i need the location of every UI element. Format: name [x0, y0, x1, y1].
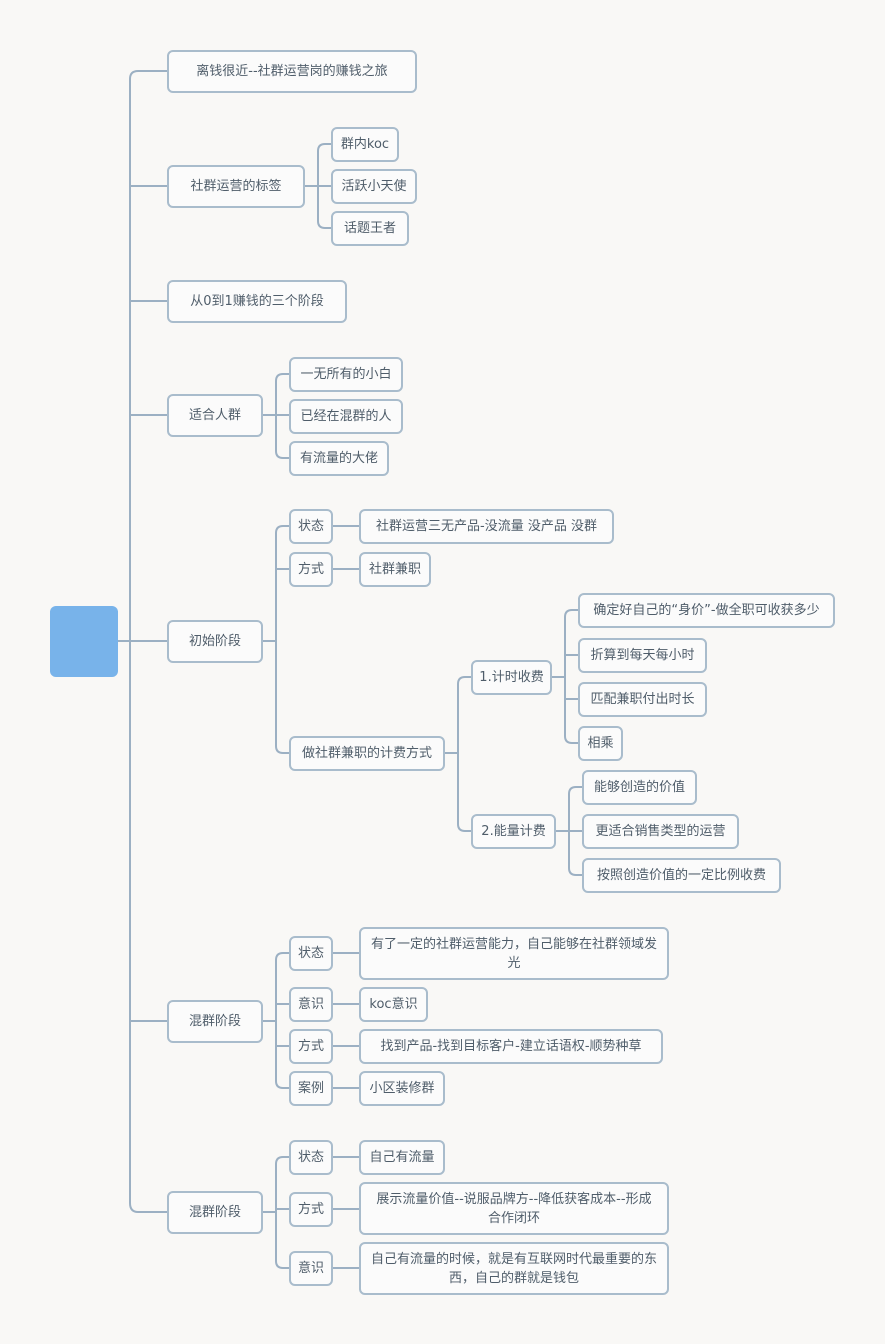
mix2-sense-value[interactable]: 自己有流量的时候，就是有互联网时代最重要的东西，自己的群就是钱包: [359, 1242, 669, 1295]
mix-way-value[interactable]: 找到产品-找到目标客户-建立话语权-顺势种草: [359, 1029, 663, 1064]
mix-way-label[interactable]: 方式: [289, 1029, 333, 1064]
fee-energy-based[interactable]: 2.能量计费: [471, 814, 556, 849]
mix2-state-label[interactable]: 状态: [289, 1140, 333, 1175]
fee-energy-item-3[interactable]: 按照创造价值的一定比例收费: [582, 858, 781, 893]
fee-time-based[interactable]: 1.计时收费: [471, 660, 552, 695]
audience-group-member[interactable]: 已经在混群的人: [289, 399, 403, 434]
mix2-state-value[interactable]: 自己有流量: [359, 1140, 445, 1175]
mix2-way-label[interactable]: 方式: [289, 1192, 333, 1227]
tag-koc[interactable]: 群内koc: [331, 127, 399, 162]
mix-sense-label[interactable]: 意识: [289, 987, 333, 1022]
topic-intro[interactable]: 离钱很近--社群运营岗的赚钱之旅: [167, 50, 417, 93]
mix2-sense-label[interactable]: 意识: [289, 1251, 333, 1286]
audience-traffic-owner[interactable]: 有流量的大佬: [289, 441, 389, 476]
initial-fee-method[interactable]: 做社群兼职的计费方式: [289, 736, 445, 771]
fee-energy-item-2[interactable]: 更适合销售类型的运营: [582, 814, 739, 849]
topic-audience[interactable]: 适合人群: [167, 394, 263, 437]
central-topic[interactable]: [50, 606, 118, 677]
fee-time-step-3[interactable]: 匹配兼职付出时长: [578, 682, 707, 717]
topic-mixing-stage[interactable]: 混群阶段: [167, 1000, 263, 1043]
mix2-way-value[interactable]: 展示流量价值--说服品牌方--降低获客成本--形成合作闭环: [359, 1182, 669, 1235]
fee-energy-item-1[interactable]: 能够创造的价值: [582, 770, 697, 805]
audience-beginner[interactable]: 一无所有的小白: [289, 357, 403, 392]
tag-angel[interactable]: 活跃小天使: [331, 169, 417, 204]
topic-tags[interactable]: 社群运营的标签: [167, 165, 305, 208]
mix-state-label[interactable]: 状态: [289, 936, 333, 971]
initial-state-label[interactable]: 状态: [289, 509, 333, 544]
mix-case-label[interactable]: 案例: [289, 1071, 333, 1106]
initial-state-value[interactable]: 社群运营三无产品-没流量 没产品 没群: [359, 509, 614, 544]
mix-case-value[interactable]: 小区装修群: [359, 1071, 445, 1106]
tag-king[interactable]: 话题王者: [331, 211, 409, 246]
initial-way-label[interactable]: 方式: [289, 552, 333, 587]
topic-mixing-stage-2[interactable]: 混群阶段: [167, 1191, 263, 1234]
fee-time-step-4[interactable]: 相乘: [578, 726, 623, 761]
fee-time-step-2[interactable]: 折算到每天每小时: [578, 638, 707, 673]
initial-way-value[interactable]: 社群兼职: [359, 552, 431, 587]
fee-time-step-1[interactable]: 确定好自己的“身价”-做全职可收获多少: [578, 593, 835, 628]
topic-initial-stage[interactable]: 初始阶段: [167, 620, 263, 663]
mix-state-value[interactable]: 有了一定的社群运营能力，自己能够在社群领域发光: [359, 927, 669, 980]
mix-sense-value[interactable]: koc意识: [359, 987, 428, 1022]
topic-stages[interactable]: 从0到1赚钱的三个阶段: [167, 280, 347, 323]
